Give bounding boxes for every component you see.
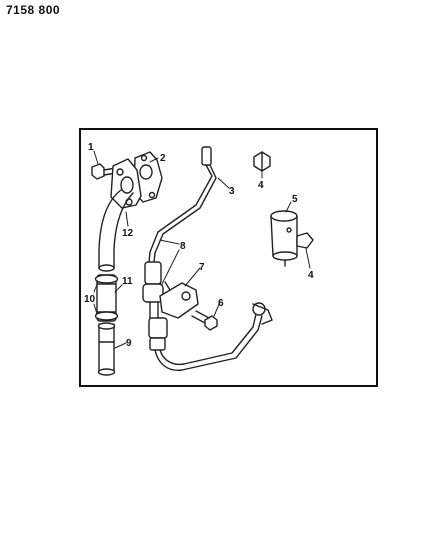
callout-9: 9 [126,338,132,349]
elbow-tube-part-12 [98,158,142,272]
callout-3: 3 [229,186,235,197]
callout-1: 1 [88,142,94,153]
coupling-assembly [148,317,168,351]
fitting-part-4-bottom [296,232,314,249]
leader-10 [93,281,99,293]
leader-5 [285,201,292,213]
hose-part-8 [142,261,164,319]
callout-2: 2 [160,153,166,164]
pipe-part-3 [148,146,217,263]
callout-7: 7 [199,262,205,273]
bracket-part-7 [159,281,199,319]
leader-12 [125,211,129,227]
callout-10: 10 [84,294,96,305]
bolt-part-6 [191,310,218,331]
callout-8: 8 [180,241,186,252]
nut-part-4-top [253,151,271,172]
leader-8b [161,249,180,285]
leader-2 [149,157,159,163]
clamp-part-10-bottom [94,311,119,321]
leader-1 [93,150,99,165]
callout-12: 12 [122,228,134,239]
leader-8a [159,239,180,245]
callout-11: 11 [122,276,133,287]
canister-part-5 [270,210,298,267]
part-code: 7158 800 [6,3,61,17]
lower-return-tube [154,302,273,371]
tube-part-9 [97,322,116,376]
diagram-frame [79,128,378,387]
leader-10b [93,303,98,315]
leader-3 [217,177,230,189]
leader-11 [114,284,123,293]
leader-4b [305,248,311,269]
callout-4-bottom: 4 [308,270,314,281]
clamp-part-10-top [94,274,119,284]
leader-9 [114,342,127,349]
callout-6: 6 [218,298,224,309]
callout-4-top: 4 [258,180,264,191]
callout-5: 5 [292,194,298,205]
leader-6 [213,301,221,317]
leader-7 [184,267,201,287]
